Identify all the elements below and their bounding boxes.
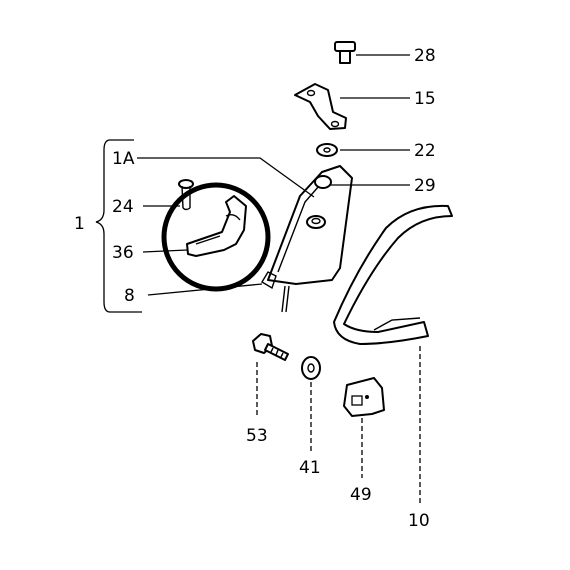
label-10: 10: [408, 511, 430, 531]
part-24-pin: [143, 179, 194, 211]
label-29: 29: [414, 176, 436, 196]
part-22-washer: [316, 143, 410, 157]
label-41: 41: [299, 458, 321, 478]
part-36-latch: [142, 195, 247, 257]
label-22: 22: [414, 141, 436, 161]
group-brace-1: [95, 139, 142, 313]
label-53: 53: [246, 426, 268, 446]
label-36: 36: [112, 243, 134, 263]
label-28: 28: [414, 46, 436, 66]
part-10-trim-cover: [333, 204, 453, 505]
part-28-bolt: [334, 41, 410, 64]
highlight-circle: [161, 182, 271, 292]
label-8: 8: [124, 286, 135, 306]
part-49-clip-nut: [343, 377, 385, 478]
label-15: 15: [414, 89, 436, 109]
label-1: 1: [74, 214, 85, 234]
part-1a-base-plate: [137, 157, 353, 285]
part-15-bracket: [294, 83, 410, 130]
part-41-washer: [301, 356, 321, 452]
label-49: 49: [350, 485, 372, 505]
label-24: 24: [112, 197, 134, 217]
part-53-screw: [252, 333, 289, 418]
label-1a: 1A: [112, 149, 135, 169]
